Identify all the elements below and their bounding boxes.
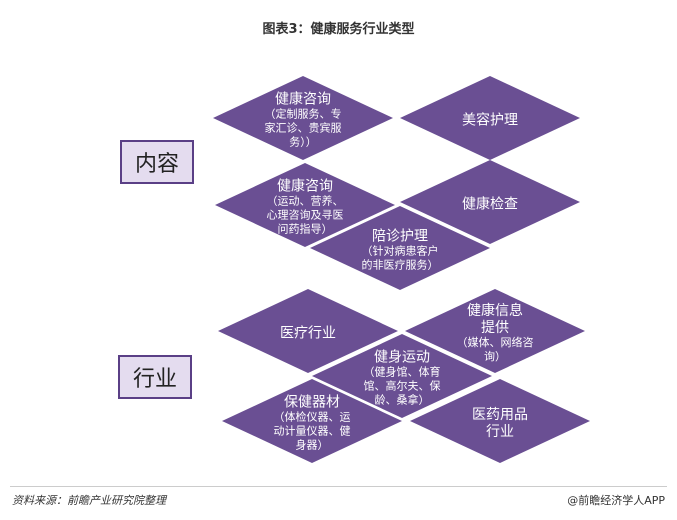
diamond-subtitle: 动计量仪器、健	[274, 425, 351, 438]
industry-diamond	[312, 334, 492, 418]
diamond-title: 医疗行业	[280, 326, 336, 342]
diamond-subtitle: （运动、营养、	[267, 194, 344, 208]
content-diamond	[310, 206, 490, 290]
industry-diamond	[405, 289, 585, 373]
diamond-title: 陪诊护理	[372, 229, 428, 245]
divider	[10, 486, 667, 487]
diamond-title: 行业	[486, 424, 514, 440]
diamond-subtitle: 的非医疗服务）	[362, 258, 439, 272]
diamond-subtitle: （定制服务、专	[265, 107, 342, 121]
diamond-subtitle: （媒体、网络咨	[457, 335, 534, 349]
diamond-title: 健身运动	[374, 350, 430, 366]
source-note: 资料来源：前瞻产业研究院整理	[12, 494, 166, 507]
industry-diamond	[222, 379, 402, 463]
diamond-subtitle: （体检仪器、运	[274, 410, 351, 424]
diamond-subtitle: 询）	[484, 350, 506, 363]
content-diamond	[215, 163, 395, 247]
figure-title: 图表3：健康服务行业类型	[262, 22, 415, 37]
content-diamond	[400, 76, 580, 160]
content-diamond	[213, 76, 393, 160]
diamond-subtitle: 家汇诊、贵宾服	[265, 121, 342, 135]
diamond-subtitle: 馆、高尔夫、保	[364, 379, 441, 393]
label-content: 内容	[120, 140, 194, 184]
diamond-subtitle: 心理咨询及寻医	[267, 208, 344, 222]
diamond-subtitle: （针对病患客户	[362, 244, 439, 258]
diamond-subtitle: 问药指导）	[278, 222, 333, 236]
diamond-subtitle: 务））	[289, 136, 317, 149]
diamond-subtitle: （健身馆、体育	[364, 365, 441, 379]
diamond-title: 健康咨询	[277, 178, 333, 195]
brand-note: @前瞻经济学人APP	[567, 494, 665, 507]
label-industry: 行业	[118, 355, 192, 399]
content-diamond	[400, 160, 580, 244]
diamond-title: 美容护理	[462, 112, 518, 129]
industry-diamond	[410, 379, 590, 463]
diamond-subtitle: 龄、桑拿）	[375, 393, 430, 407]
diamond-title: 健康信息	[467, 302, 523, 319]
industry-diamond	[218, 289, 398, 373]
diamond-title: 医药用品	[472, 407, 528, 423]
diamond-title: 健康咨询	[275, 91, 331, 108]
diamond-title: 提供	[481, 320, 509, 336]
diamond-title: 保健器材	[284, 395, 340, 411]
diamond-subtitle: 身器）	[296, 438, 329, 452]
diamond-title: 健康检查	[462, 196, 518, 213]
